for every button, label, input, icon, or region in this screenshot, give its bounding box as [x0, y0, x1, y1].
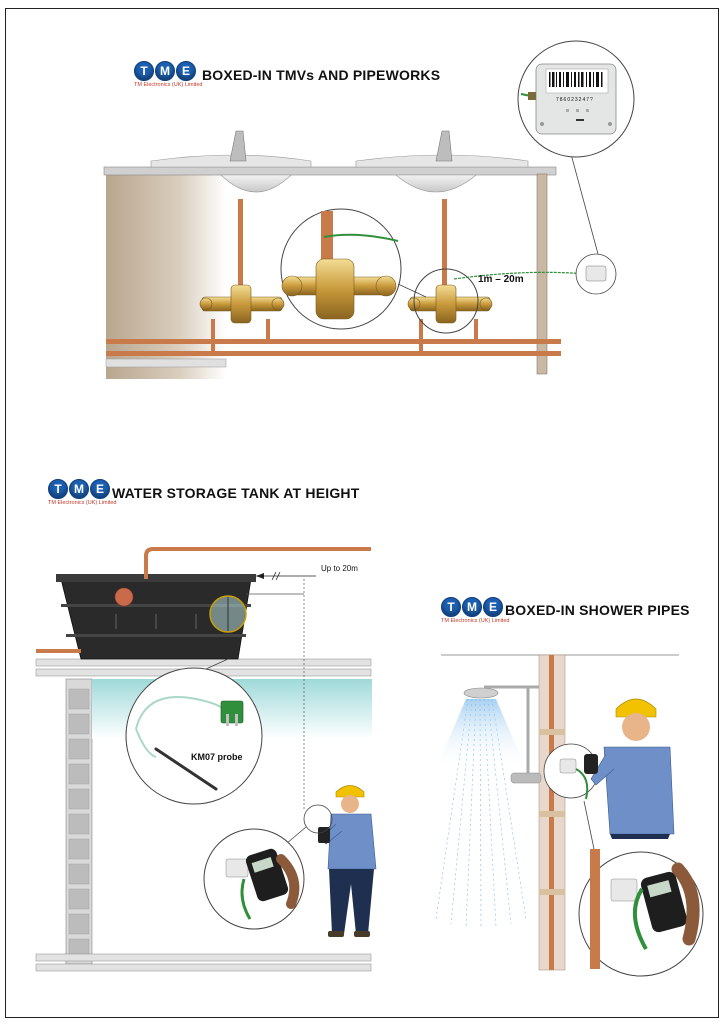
- distance-label-tmv: 1m – 20m: [478, 274, 524, 285]
- pipe-vertical-left: [238, 199, 243, 299]
- pipe-vertical-right: [442, 199, 447, 299]
- vanity-counter: [103, 166, 557, 176]
- section-tank-illustration: [35, 547, 377, 972]
- km07-probe: [154, 747, 218, 791]
- section-title-tmv: BOXED-IN TMVs AND PIPEWORKS: [202, 67, 441, 83]
- logo-tagline: TM Electronics (UK) Limited: [134, 82, 203, 88]
- logo-letter: M: [155, 61, 175, 81]
- logo-tagline: TM Electronics (UK) Limited: [48, 500, 117, 506]
- engineer-figure-shower: [584, 698, 675, 839]
- tme-logo-section-2: T M E TM Electronics (UK) Limited: [48, 479, 128, 513]
- section-shower-illustration: [435, 654, 704, 977]
- engineer-figure-tank: [318, 785, 377, 937]
- logo-letter: T: [48, 479, 68, 499]
- logo-letter: M: [69, 479, 89, 499]
- section-title-shower: BOXED-IN SHOWER PIPES: [505, 602, 690, 618]
- pipe-horizontal-1: [106, 339, 561, 344]
- tmv-valve-right: [407, 284, 493, 324]
- illustration-canvas: [35, 40, 704, 977]
- section-tmv-illustration: [103, 40, 635, 379]
- beam-bottom: [35, 953, 372, 962]
- boxed-wall: [106, 174, 226, 379]
- pipe-horizontal-2: [106, 351, 561, 356]
- distance-label-tank: Up to 20m: [321, 564, 358, 573]
- support-post: [536, 173, 548, 375]
- section-title-tank: WATER STORAGE TANK AT HEIGHT: [112, 485, 360, 501]
- logo-letter: E: [90, 479, 110, 499]
- basin-right: [395, 174, 477, 193]
- probe-zoom-circle: [125, 667, 263, 805]
- basin-left: [220, 174, 292, 193]
- tme-logo-section-1: T M E TM Electronics (UK) Limited: [134, 61, 214, 95]
- tap-right: [435, 130, 453, 162]
- shower-spray: [435, 698, 527, 930]
- probe-label: KM07 probe: [191, 752, 243, 762]
- tmv-valve-left: [199, 284, 285, 324]
- tme-logo-section-3: T M E TM Electronics (UK) Limited: [441, 597, 521, 631]
- logo-tagline: TM Electronics (UK) Limited: [441, 618, 510, 624]
- probe-cable-tmv: [453, 271, 587, 280]
- diagram-frame: T M E TM Electronics (UK) Limited BOXED-…: [5, 8, 719, 1018]
- beam-top: [35, 658, 372, 667]
- tap-left: [229, 130, 247, 162]
- zoom-target-ring: [413, 268, 479, 334]
- logo-letter: M: [462, 597, 482, 617]
- shower-head: [463, 687, 499, 699]
- tank-inlet-pipe: [144, 547, 371, 579]
- logo-letter: T: [134, 61, 154, 81]
- thermocouple-plug: [220, 700, 244, 724]
- logo-letter: T: [441, 597, 461, 617]
- logo-letter: E: [176, 61, 196, 81]
- logo-letter: E: [483, 597, 503, 617]
- ball-float: [114, 587, 134, 607]
- barcode-text: 786023247?: [556, 97, 594, 103]
